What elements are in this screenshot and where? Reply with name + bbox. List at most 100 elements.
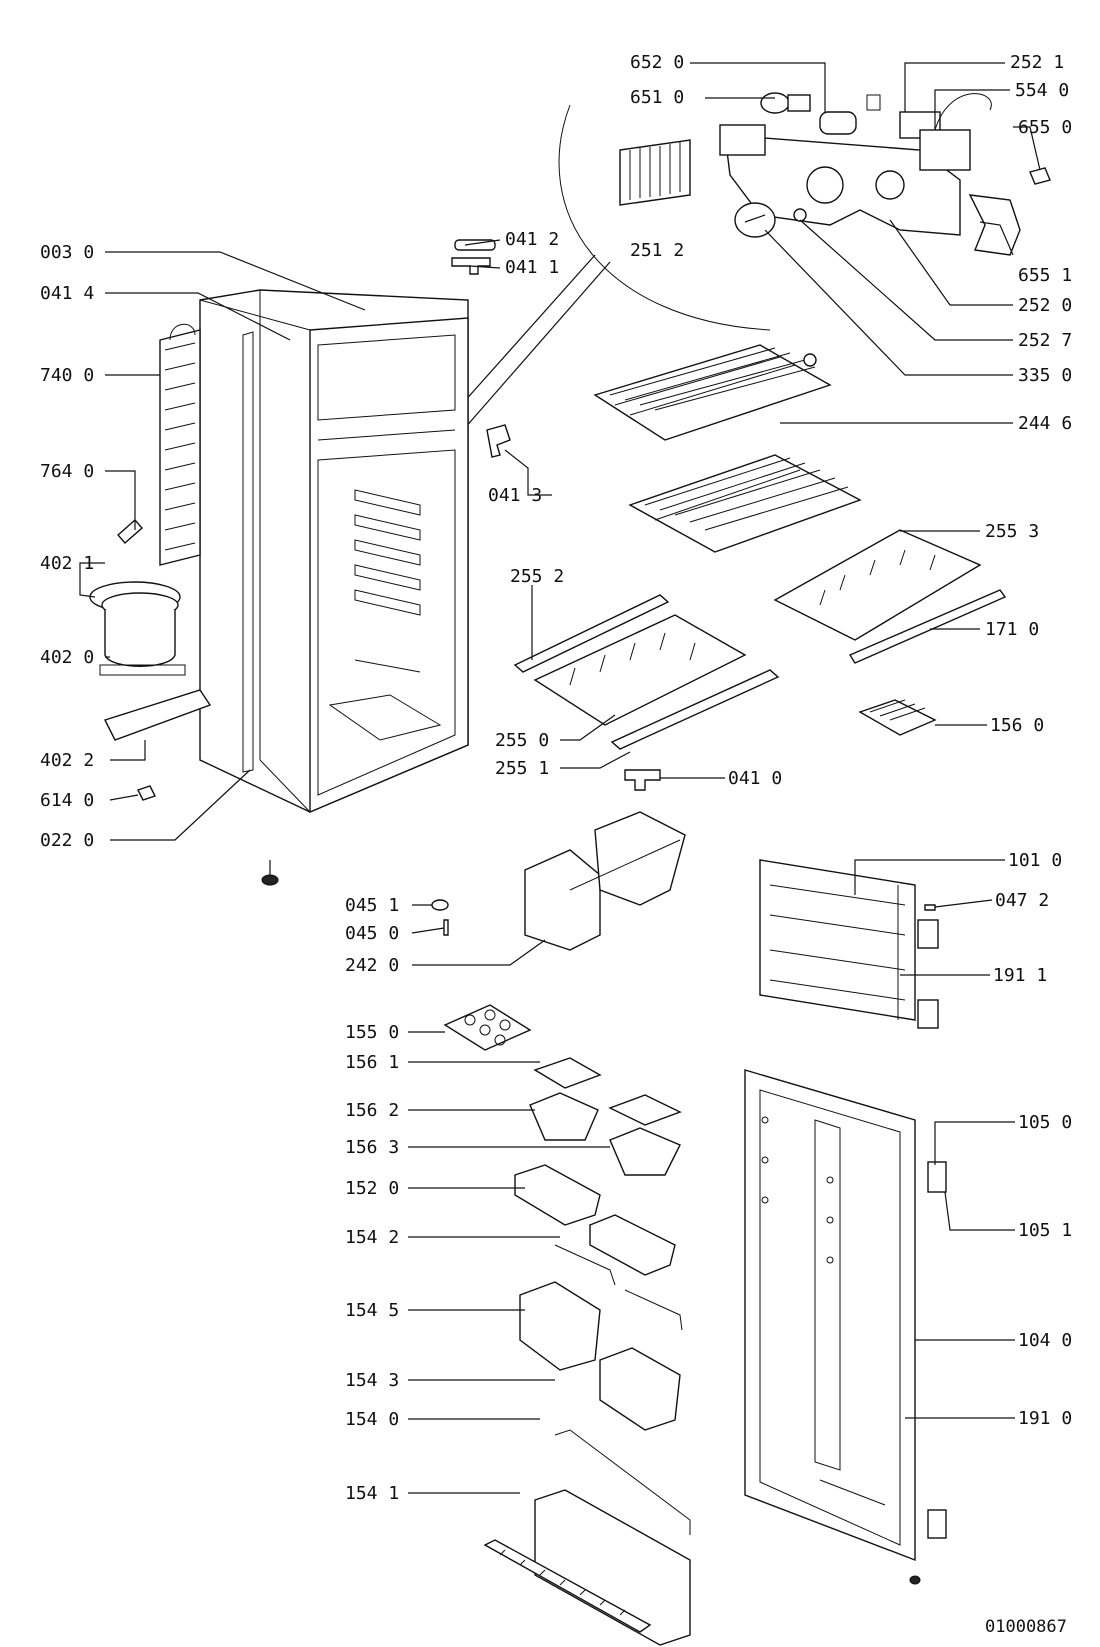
label-244-6: 244 6 xyxy=(1018,413,1072,434)
label-105-1: 105 1 xyxy=(1018,1220,1072,1241)
label-045-1: 045 1 xyxy=(345,895,399,916)
label-104-0: 104 0 xyxy=(1018,1330,1072,1351)
leader-lines xyxy=(79,62,1041,1494)
document-id: 01000867 xyxy=(985,1617,1067,1637)
label-252-0: 252 0 xyxy=(1018,295,1072,316)
cabinet-body xyxy=(199,289,469,814)
bin-wire-1 xyxy=(554,1244,683,1331)
butter-lid-2 xyxy=(608,1094,682,1126)
compressor xyxy=(99,592,186,676)
plug xyxy=(137,785,156,801)
thermostat-knob xyxy=(734,202,776,238)
label-155-0: 155 0 xyxy=(345,1022,399,1043)
detail-arc xyxy=(558,104,771,331)
lamp-bulb xyxy=(760,92,811,114)
nut xyxy=(793,208,807,222)
lamp-cover xyxy=(968,194,1021,256)
door-pin xyxy=(924,904,936,911)
label-154-3: 154 3 xyxy=(345,1370,399,1391)
label-191-1: 191 1 xyxy=(993,965,1047,986)
condenser-coil xyxy=(159,323,201,566)
label-655-1: 655 1 xyxy=(1018,265,1072,286)
washer xyxy=(431,899,449,911)
label-402-0: 402 0 xyxy=(40,647,94,668)
butter-box-2 xyxy=(609,1127,681,1176)
label-156-1: 156 1 xyxy=(345,1052,399,1073)
label-740-0: 740 0 xyxy=(40,365,94,386)
door-bin-small xyxy=(514,1164,601,1226)
shelf-rail-left xyxy=(513,594,670,673)
fridge-door xyxy=(744,1069,947,1585)
label-652-0: 652 0 xyxy=(630,52,684,73)
door-bin-small-2 xyxy=(589,1214,676,1276)
label-255-2: 255 2 xyxy=(510,566,564,587)
label-154-0: 154 0 xyxy=(345,1409,399,1430)
adjustable-foot xyxy=(261,860,279,886)
clip xyxy=(866,94,881,111)
label-101-0: 101 0 xyxy=(1008,850,1062,871)
label-152-0: 152 0 xyxy=(345,1178,399,1199)
freezer-door xyxy=(759,859,939,1029)
label-554-0: 554 0 xyxy=(1015,80,1069,101)
label-154-1: 154 1 xyxy=(345,1483,399,1504)
label-255-0: 255 0 xyxy=(495,730,549,751)
label-041-1: 041 1 xyxy=(505,257,559,278)
label-251-2: 251 2 xyxy=(630,240,684,261)
butter-box-1 xyxy=(529,1092,599,1141)
lamp-socket xyxy=(819,111,857,135)
label-105-0: 105 0 xyxy=(1018,1112,1072,1133)
label-041-4: 041 4 xyxy=(40,283,94,304)
label-041-0: 041 0 xyxy=(728,768,782,789)
egg-tray xyxy=(443,1004,532,1051)
wire-shelf-upper xyxy=(593,344,832,441)
label-252-1: 252 1 xyxy=(1010,52,1064,73)
part-labels: 652 0 651 0 252 1 554 0 655 0 655 1 252 … xyxy=(40,52,1072,1637)
glass-shelf-lower xyxy=(533,614,747,726)
evaporator-fins xyxy=(619,139,691,206)
door-bin-tall-2 xyxy=(599,1347,681,1431)
label-402-1: 402 1 xyxy=(40,553,94,574)
label-154-5: 154 5 xyxy=(345,1300,399,1321)
label-022-0: 022 0 xyxy=(40,830,94,851)
compressor-base-plate xyxy=(104,689,212,741)
thermostat-unit xyxy=(919,93,992,171)
screw xyxy=(443,919,449,936)
glass-shelf-upper xyxy=(773,529,982,641)
door-bin-tall-1 xyxy=(519,1281,601,1371)
label-651-0: 651 0 xyxy=(630,87,684,108)
label-764-0: 764 0 xyxy=(40,461,94,482)
label-156-0: 156 0 xyxy=(990,715,1044,736)
shelf-bracket xyxy=(486,424,511,458)
detail-pointer-line-2 xyxy=(449,261,611,446)
label-614-0: 614 0 xyxy=(40,790,94,811)
label-156-3: 156 3 xyxy=(345,1137,399,1158)
lamp-cover-clip xyxy=(1029,167,1051,185)
label-255-3: 255 3 xyxy=(985,521,1039,542)
label-154-2: 154 2 xyxy=(345,1227,399,1248)
label-003-0: 003 0 xyxy=(40,242,94,263)
bin-wire-2 xyxy=(554,1429,691,1535)
label-242-0: 242 0 xyxy=(345,955,399,976)
label-655-0: 655 0 xyxy=(1018,117,1072,138)
thermostat-housing xyxy=(719,124,961,236)
label-191-0: 191 0 xyxy=(1018,1408,1072,1429)
shelf-rail-right xyxy=(610,669,780,750)
bottom-hinge xyxy=(624,769,661,791)
wire-shelf-lower xyxy=(628,454,862,553)
label-402-2: 402 2 xyxy=(40,750,94,771)
label-255-1: 255 1 xyxy=(495,758,549,779)
label-045-0: 045 0 xyxy=(345,923,399,944)
label-252-7: 252 7 xyxy=(1018,330,1072,351)
label-335-0: 335 0 xyxy=(1018,365,1072,386)
label-047-2: 047 2 xyxy=(995,890,1049,911)
crisper-drawers xyxy=(524,811,686,951)
label-156-2: 156 2 xyxy=(345,1100,399,1121)
label-041-3: 041 3 xyxy=(488,485,542,506)
label-171-0: 171 0 xyxy=(985,619,1039,640)
bin-front-panel xyxy=(483,1539,652,1633)
shelf-trim-strip xyxy=(848,589,1007,664)
label-041-2: 041 2 xyxy=(505,229,559,250)
door-bin-large xyxy=(534,1489,691,1646)
butter-lid-1 xyxy=(533,1057,602,1089)
